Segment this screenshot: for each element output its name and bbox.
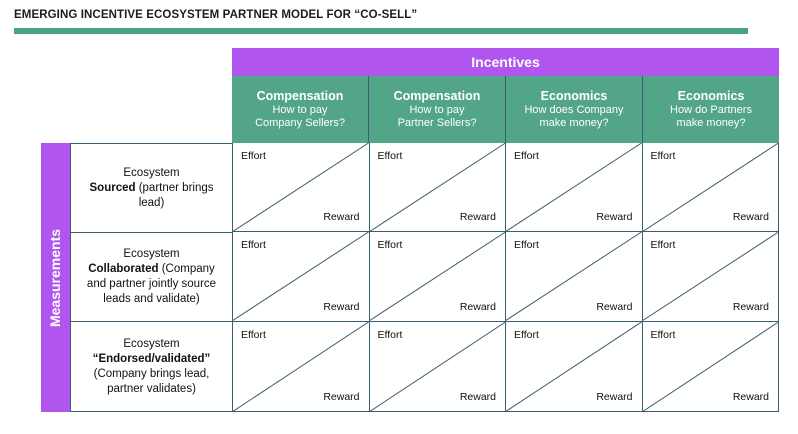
cell-reward-label: Reward [732, 300, 769, 313]
cell-effort-label: Effort [241, 328, 266, 341]
cell-diagonal-divider-icon [506, 232, 642, 320]
cell-effort-label: Effort [377, 328, 403, 341]
cell-reward-label: Reward [596, 390, 633, 403]
row-label-emphasis: Collaborated [88, 263, 159, 275]
column-header-subline-1: How to pay [409, 103, 465, 116]
row-label-ecosystem-endorsed-validated: Ecosystem “Endorsed/validated” (Company … [71, 322, 232, 411]
column-header-compensation-partner: Compensation How to pay Partner Sellers? [369, 76, 506, 143]
cell-effort-label: Effort [241, 150, 266, 162]
cell-effort-label: Effort [377, 239, 403, 252]
cell-reward-label: Reward [732, 390, 769, 403]
row-label-suffix: (Company and partner jointly source lead… [86, 263, 217, 305]
row-label-emphasis: “Endorsed/validated” [92, 352, 211, 365]
cell-effort-label: Effort [514, 150, 539, 162]
column-header-economics-company: Economics How does Company make money? [506, 76, 643, 143]
cell-reward-label: Reward [323, 300, 360, 313]
column-header-economics-partners: Economics How do Partners make money? [643, 76, 779, 143]
cell-diagonal-divider-icon [506, 143, 642, 231]
cell-diagonal-divider-icon [233, 232, 369, 320]
cell-reward-label: Reward [459, 390, 496, 403]
column-header-subline-1: How does Company [524, 103, 624, 116]
column-group-label: Incentives [471, 54, 540, 70]
column-header-subline-2: Partner Sellers? [397, 116, 477, 129]
cell-diagonal-divider-icon [506, 322, 642, 411]
cell-diagonal-divider-icon [370, 322, 506, 411]
row-label-suffix: (partner brings lead) [135, 181, 214, 209]
cell-reward-label: Reward [323, 211, 360, 224]
cell-diagonal-divider-icon [233, 143, 369, 231]
cell-reward-label: Reward [596, 300, 633, 313]
cell-diagonal-divider-icon [370, 232, 506, 320]
cell-effort-label: Effort [241, 239, 266, 252]
cell-effort-label: Effort [650, 150, 676, 162]
row-label-suffix: (Company brings lead, partner validates) [93, 367, 210, 395]
row-label-prefix: Ecosystem [123, 337, 180, 350]
row-label-ecosystem-sourced: Ecosystem Sourced (partner brings lead) [71, 144, 232, 233]
column-header-subline-2: Company Sellers? [255, 116, 345, 129]
column-header-subline-2: make money? [676, 116, 746, 129]
cell-reward-label: Reward [459, 300, 496, 313]
column-header-title: Economics [677, 88, 745, 103]
cell-diagonal-divider-icon [370, 143, 506, 231]
column-header-title: Compensation [256, 88, 344, 103]
cell-effort-label: Effort [514, 328, 539, 341]
cell-diagonal-divider-icon [643, 143, 779, 231]
column-header-subline-1: How to pay [272, 103, 328, 116]
cell-diagonal-divider-icon [643, 322, 779, 411]
column-header-title: Compensation [393, 88, 481, 103]
column-header-title: Economics [540, 88, 608, 103]
row-group-header-measurements: Measurements [41, 143, 70, 412]
cell-reward-label: Reward [732, 211, 769, 224]
column-group-header-incentives: Incentives [232, 48, 779, 76]
row-label-prefix: Ecosystem [123, 166, 180, 179]
column-header-subline-1: How do Partners [670, 103, 752, 116]
cell-effort-label: Effort [377, 150, 403, 162]
cell-reward-label: Reward [459, 211, 496, 224]
cell-reward-label: Reward [596, 211, 633, 224]
title-accent-rule [14, 28, 748, 34]
column-header-subline-2: make money? [539, 116, 609, 129]
column-header-compensation-company: Compensation How to pay Company Sellers? [232, 76, 369, 143]
row-label-prefix: Ecosystem [123, 248, 180, 260]
row-label-column: Ecosystem Sourced (partner brings lead) … [70, 143, 232, 412]
page-title: EMERGING INCENTIVE ECOSYSTEM PARTNER MOD… [14, 9, 418, 21]
title-block: EMERGING INCENTIVE ECOSYSTEM PARTNER MOD… [14, 8, 774, 34]
cell-reward-label: Reward [323, 390, 360, 403]
cell-diagonal-divider-icon [233, 322, 369, 411]
row-label-emphasis: Sourced [89, 181, 136, 194]
cell-effort-label: Effort [514, 239, 539, 252]
cell-effort-label: Effort [650, 239, 676, 252]
row-group-label: Measurements [47, 228, 64, 327]
cell-effort-label: Effort [650, 328, 676, 341]
cell-diagonal-divider-icon [643, 232, 779, 320]
column-headers: Compensation How to pay Company Sellers?… [232, 76, 779, 143]
row-label-ecosystem-collaborated: Ecosystem Collaborated (Company and part… [71, 233, 232, 322]
